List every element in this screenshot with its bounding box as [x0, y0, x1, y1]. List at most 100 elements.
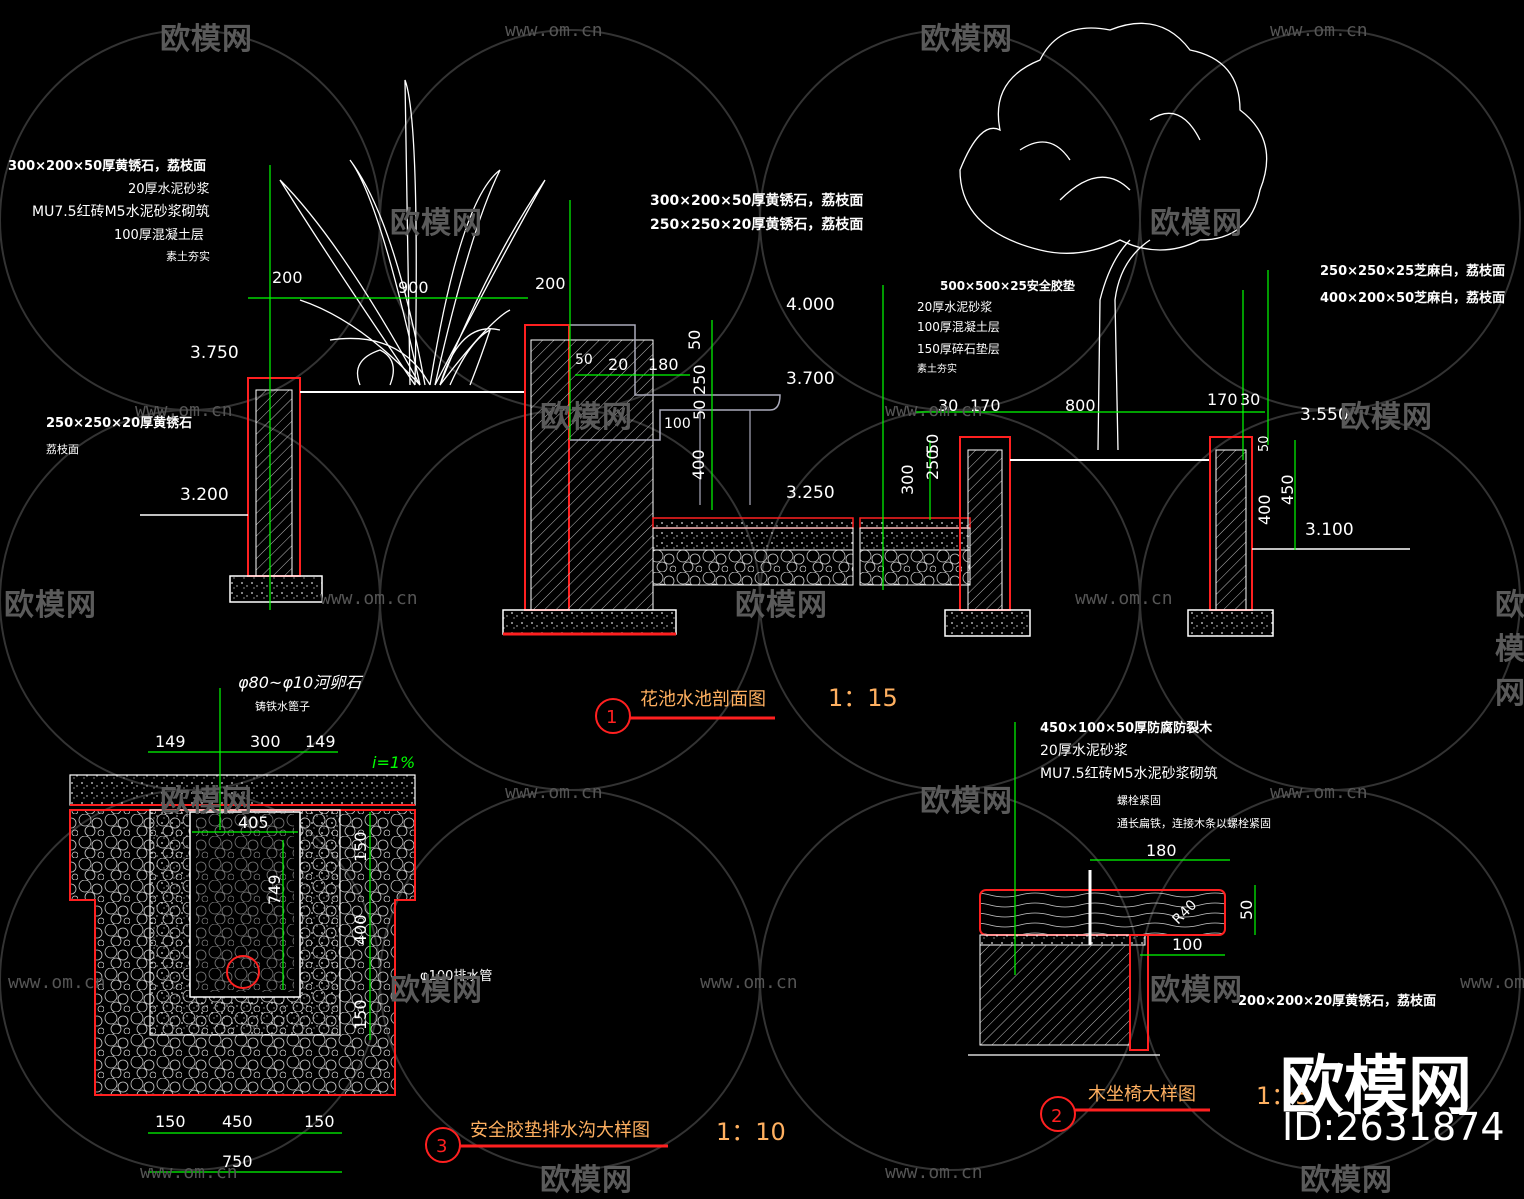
bench-note-4: 螺栓紧固: [1117, 793, 1161, 807]
dim: 170: [1207, 390, 1238, 409]
plant-icon: [279, 79, 546, 386]
dim: 250: [923, 449, 942, 480]
watermark-url: www.om.cn: [1075, 588, 1173, 609]
dim: 50: [1257, 435, 1272, 452]
dim: 150: [351, 831, 370, 862]
watermark-url: www.om.cn: [885, 1162, 983, 1183]
dim: 200: [535, 274, 566, 293]
watermark-brand: 欧模网: [390, 973, 483, 1008]
section1-right-notes: 250×250×25芝麻白，荔枝面 400×200×50芝麻白，荔枝面: [1320, 263, 1505, 306]
watermark-url: www.om.cn: [885, 400, 983, 421]
pool-note-2: 20厚水泥砂浆: [917, 299, 992, 314]
watermark-url: www.om.cn: [1270, 782, 1368, 803]
watermark-url: www.om.cn: [505, 20, 603, 41]
dim: 450: [1278, 474, 1297, 505]
elev-4000: 4.000: [786, 295, 835, 315]
dim: 250: [690, 364, 709, 395]
bench-note-6: 200×200×20厚黄锈石，荔枝面: [1238, 993, 1436, 1009]
watermark-brand: 欧模网: [920, 784, 1013, 819]
bench-note-1: 450×100×50厚防腐防裂木: [1040, 720, 1213, 736]
dim: 50: [575, 352, 593, 368]
elev-3550: 3.550: [1300, 405, 1349, 425]
dim: 400: [351, 914, 370, 945]
watermark-url: www.om.cn: [1460, 972, 1524, 993]
dim: 30: [1240, 390, 1260, 409]
dim: 100: [1172, 935, 1203, 954]
dim: 300: [250, 732, 281, 751]
title2-text: 木坐椅大样图: [1088, 1084, 1196, 1105]
title2-number: 2: [1051, 1106, 1062, 1127]
tree-icon: [959, 22, 1268, 451]
watermark-brand: 欧模网: [1495, 588, 1524, 711]
elev-3250: 3.250: [786, 483, 835, 503]
right-note-2: 400×200×50芝麻白，荔枝面: [1320, 290, 1505, 306]
elev-3700: 3.700: [786, 369, 835, 389]
bench-note-5: 通长扁铁，连接木条以螺栓紧固: [1117, 816, 1271, 830]
dim: 180: [1146, 841, 1177, 860]
dim: 405: [238, 813, 269, 832]
dim: 50: [685, 330, 704, 350]
left-note-3: MU7.5红砖M5水泥砂浆砌筑: [32, 204, 210, 220]
dim: 149: [155, 732, 186, 751]
dim: 170: [970, 396, 1001, 415]
dim: 150: [155, 1112, 186, 1131]
watermark-brand: 欧模网: [920, 22, 1013, 57]
dim: 50: [923, 434, 942, 454]
title3-text: 安全胶垫排水沟大样图: [470, 1120, 650, 1141]
section1-mid-notes: 300×200×50厚黄锈石，荔枝面 250×250×20厚黄锈石，荔枝面: [650, 192, 863, 233]
dim: 50: [1237, 900, 1256, 920]
left-note-1: 300×200×50厚黄锈石，荔枝面: [8, 158, 206, 174]
title1-text: 花池水池剖面图: [640, 689, 766, 710]
elev-3750: 3.750: [190, 343, 239, 363]
section3-dims: 149 300 149 405 749 150 400 150 150 450 …: [155, 732, 370, 1171]
watermark-brand: 欧模网: [160, 784, 253, 819]
dim: 900: [398, 278, 429, 297]
watermark-brand: 欧模网: [160, 22, 253, 57]
watermark-brand: 欧模网: [540, 1163, 633, 1198]
watermark-url: www.om.cn: [135, 400, 233, 421]
right-note-1: 250×250×25芝麻白，荔枝面: [1320, 263, 1505, 279]
title3-number: 3: [436, 1136, 447, 1157]
bench-note-3: MU7.5红砖M5水泥砂浆砌筑: [1040, 766, 1218, 782]
section1-drawing: [140, 22, 1410, 637]
title2-scale: 1：5: [1256, 1082, 1311, 1110]
section1-dims: 200 900 200 50 20 180 50 250 50 100 400 …: [272, 268, 1297, 525]
wall-note-1: 250×250×20厚黄锈石: [46, 415, 192, 431]
watermark-url: www.om.cn: [320, 588, 418, 609]
dim: 150: [304, 1112, 335, 1131]
model-id: ID:2631874: [1282, 1105, 1505, 1149]
section3-notes: φ80~φ10河卵石 铸铁水篦子 φ100排水管 i=1%: [238, 673, 492, 984]
dim: 100: [664, 416, 691, 432]
wall-note-2: 荔枝面: [46, 442, 79, 456]
drain-note-2: 铸铁水篦子: [255, 699, 310, 713]
pool-note-4: 150厚碎石垫层: [917, 341, 1000, 356]
dim: 300: [898, 464, 917, 495]
left-note-2: 20厚水泥砂浆: [128, 182, 210, 197]
watermark-url: www.om.cn: [700, 972, 798, 993]
section2-dims: 180 50 R40 100: [1146, 841, 1256, 954]
dim: 400: [1255, 494, 1274, 525]
drain-note-3: φ100排水管: [420, 969, 492, 984]
dim: 30: [938, 396, 958, 415]
section1-left-notes: 300×200×50厚黄锈石，荔枝面 20厚水泥砂浆 MU7.5红砖M5水泥砂浆…: [8, 158, 210, 456]
title3-scale: 1：10: [716, 1118, 786, 1146]
watermark-url: www.om.cn: [8, 972, 106, 993]
title-markers: [425, 698, 1210, 1163]
dim: 450: [222, 1112, 253, 1131]
mid-note-1: 300×200×50厚黄锈石，荔枝面: [650, 192, 863, 209]
brand-logo: 欧模网: [1280, 1050, 1472, 1124]
section2-notes: 450×100×50厚防腐防裂木 20厚水泥砂浆 MU7.5红砖M5水泥砂浆砌筑…: [1040, 720, 1436, 1009]
title1-scale: 1：15: [828, 684, 898, 712]
watermark-brand: 欧模网: [1340, 400, 1433, 435]
elev-3100: 3.100: [1305, 520, 1354, 540]
watermark-brand: 欧模网: [1150, 206, 1243, 241]
drain-note-1: φ80~φ10河卵石: [238, 673, 364, 692]
slope-label: i=1%: [372, 753, 415, 772]
dim: 20: [608, 355, 628, 374]
section1-pool-notes: 500×500×25安全胶垫 20厚水泥砂浆 100厚混凝土层 150厚碎石垫层…: [917, 278, 1075, 375]
watermark-brand: 欧模网: [540, 400, 633, 435]
watermark-brand: 欧模网: [4, 588, 97, 623]
watermark-brand: 欧模网: [1300, 1163, 1393, 1198]
dim: 750: [222, 1152, 253, 1171]
